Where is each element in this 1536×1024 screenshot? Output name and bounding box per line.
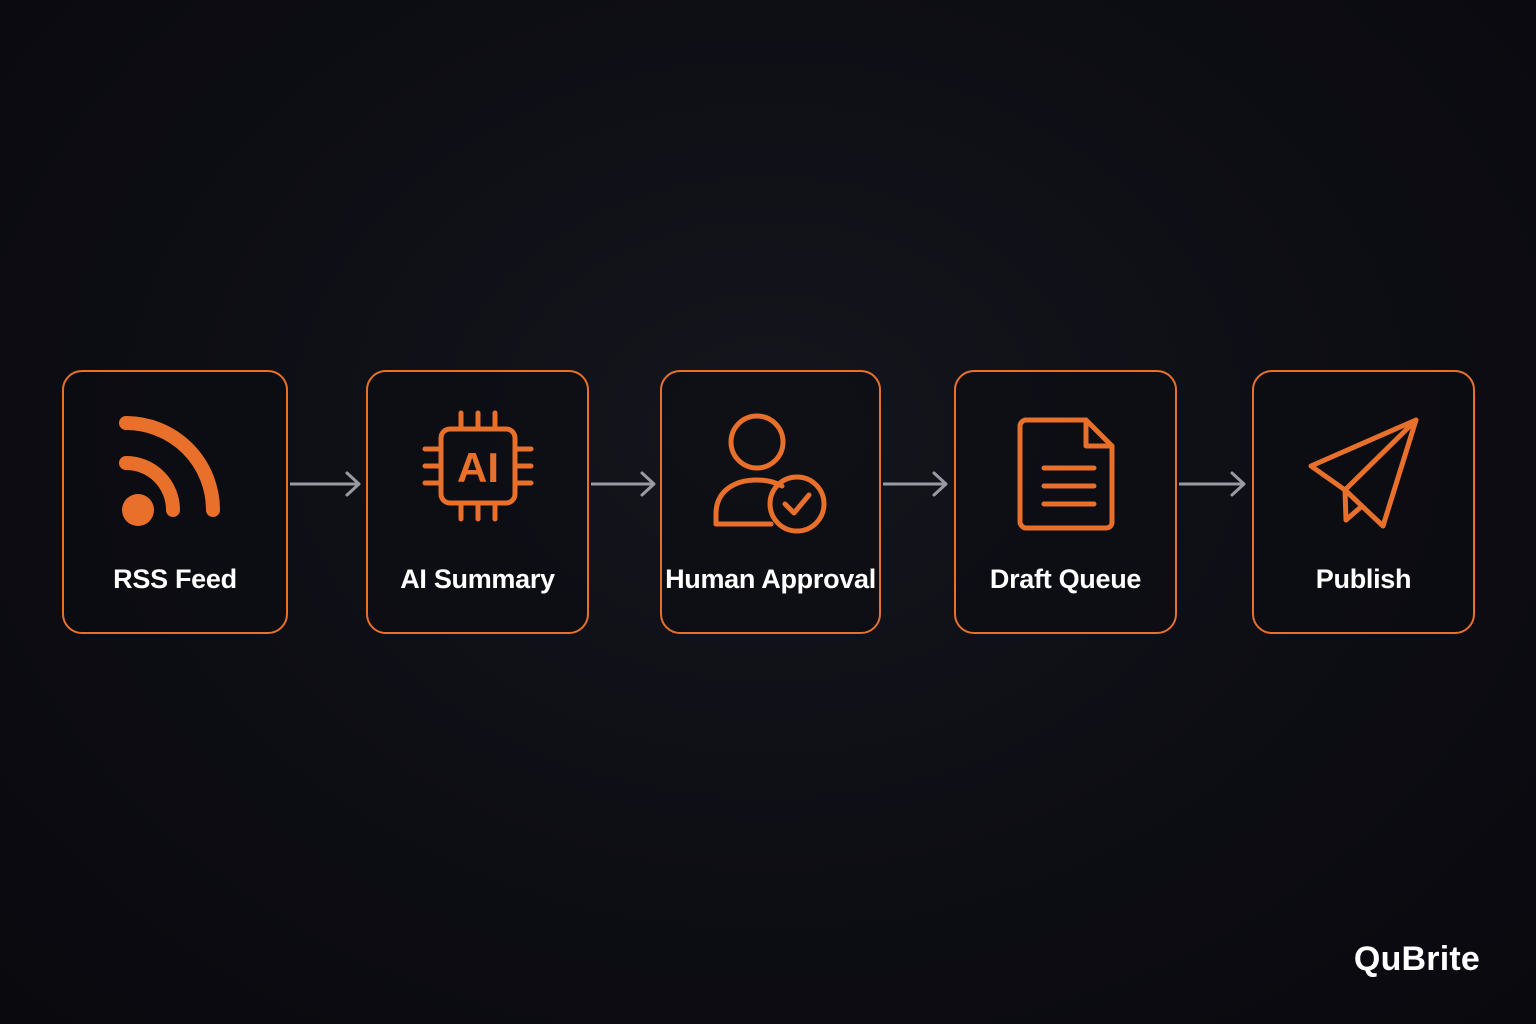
step-label: Draft Queue (989, 564, 1142, 594)
ai-chip-text: AI (457, 444, 499, 491)
arrow-right-icon (591, 470, 659, 498)
step-label: RSS Feed (113, 564, 237, 594)
arrow-right-icon (290, 470, 364, 498)
step-label: Publish (1315, 564, 1412, 594)
step-rss-feed: RSS Feed (62, 370, 288, 634)
paper-plane-icon (1294, 406, 1434, 546)
document-icon (996, 406, 1136, 546)
step-draft-queue: Draft Queue (954, 370, 1177, 634)
step-ai-summary: AI AI Summary (366, 370, 589, 634)
user-check-icon (701, 406, 841, 546)
rss-icon (105, 406, 245, 546)
arrow-right-icon (883, 470, 951, 498)
step-label: Human Approval (665, 564, 876, 594)
step-publish: Publish (1252, 370, 1475, 634)
ai-chip-icon: AI (408, 406, 548, 546)
arrow-right-icon (1179, 470, 1249, 498)
step-label: AI Summary (400, 564, 555, 594)
brand-logo-text: QuBrite (1353, 940, 1480, 978)
step-human-approval: Human Approval (660, 370, 881, 634)
